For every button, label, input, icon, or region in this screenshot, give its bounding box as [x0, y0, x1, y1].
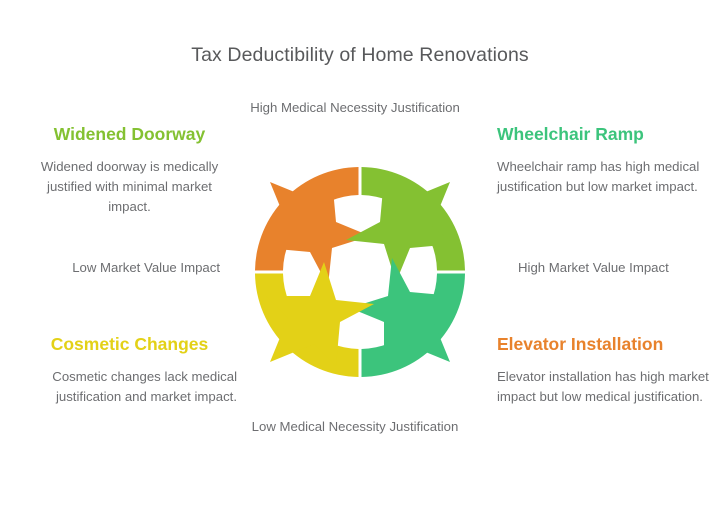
axis-label-right: High Market Value Impact — [518, 260, 669, 275]
quadrant-block-elevator-installation: Elevator Installation Elevator installat… — [497, 334, 712, 407]
quadrant-heading-elevator-installation: Elevator Installation — [497, 334, 664, 354]
ring-segment-top-right — [346, 167, 465, 282]
axis-label-bottom: Low Medical Necessity Justification — [251, 419, 459, 434]
quadrant-block-widened-doorway: Widened Doorway Widened doorway is medic… — [22, 124, 237, 217]
axis-label-top: High Medical Necessity Justification — [250, 100, 460, 115]
quadrant-block-wheelchair-ramp: Wheelchair Ramp Wheelchair ramp has high… — [497, 124, 712, 197]
ring-segment-bottom-right — [350, 258, 465, 377]
quadrant-body-wheelchair-ramp: Wheelchair ramp has high medical justifi… — [497, 158, 700, 194]
ring-segment-bottom-left — [255, 262, 374, 377]
axis-label-left: Low Market Value Impact — [72, 260, 220, 275]
quadrant-body-widened-doorway: Widened doorway is medically justified w… — [40, 158, 219, 214]
quadrant-block-cosmetic-changes: Cosmetic Changes Cosmetic changes lack m… — [22, 334, 237, 407]
quadrant-ring-diagram — [240, 152, 480, 392]
ring-segment-top-left — [255, 167, 370, 286]
quadrant-heading-wheelchair-ramp: Wheelchair Ramp — [497, 124, 644, 144]
quadrant-heading-cosmetic-changes: Cosmetic Changes — [50, 334, 209, 354]
quadrant-heading-widened-doorway: Widened Doorway — [53, 124, 206, 144]
page-title: Tax Deductibility of Home Renovations — [191, 44, 529, 66]
quadrant-body-elevator-installation: Elevator installation has high market im… — [497, 368, 709, 404]
quadrant-body-cosmetic-changes: Cosmetic changes lack medical justificat… — [52, 368, 237, 404]
